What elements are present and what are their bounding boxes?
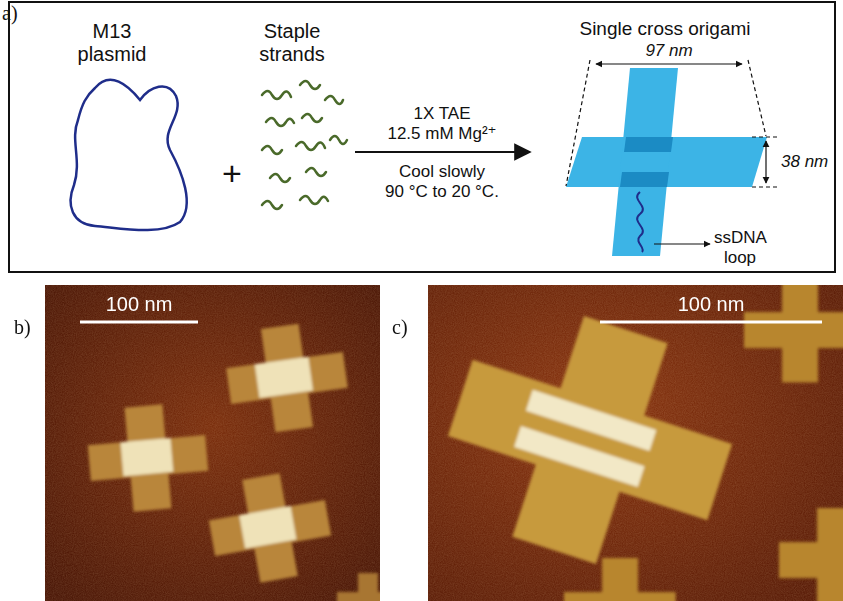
panel-label: a) [2, 2, 18, 25]
staple-strands [262, 81, 347, 209]
dimension-label: 97 nm [645, 41, 692, 61]
condition-label: 1X TAE [413, 104, 470, 124]
component-label: M13 plasmid [78, 20, 147, 66]
component-label: Staple strands [259, 20, 325, 66]
dimension-label: 38 nm [781, 152, 828, 172]
plus-sign: + [222, 154, 242, 193]
scale-label: 100 nm [678, 293, 745, 316]
scale-bar [600, 321, 822, 324]
reaction-arrow [355, 151, 530, 153]
condition-label: Cool slowly [399, 162, 485, 182]
afm-image-b [45, 285, 380, 601]
condition-label: 12.5 mM Mg²⁺ [387, 124, 496, 144]
dimension-lines [566, 60, 778, 244]
ssdna-loop [637, 192, 643, 252]
scale-label: 100 nm [106, 293, 173, 316]
condition-label: 90 °C to 20 °C. [385, 182, 499, 202]
panel-frame [9, 2, 835, 272]
product-label: Single cross origami [579, 18, 750, 40]
cross-origami [566, 68, 767, 256]
plasmid-loop [71, 80, 187, 230]
scale-bar [80, 321, 198, 324]
panel-label: c) [392, 316, 408, 339]
afm-image-c [428, 285, 843, 601]
callout-label: ssDNA loop [714, 228, 766, 267]
panel-label: b) [14, 316, 31, 339]
